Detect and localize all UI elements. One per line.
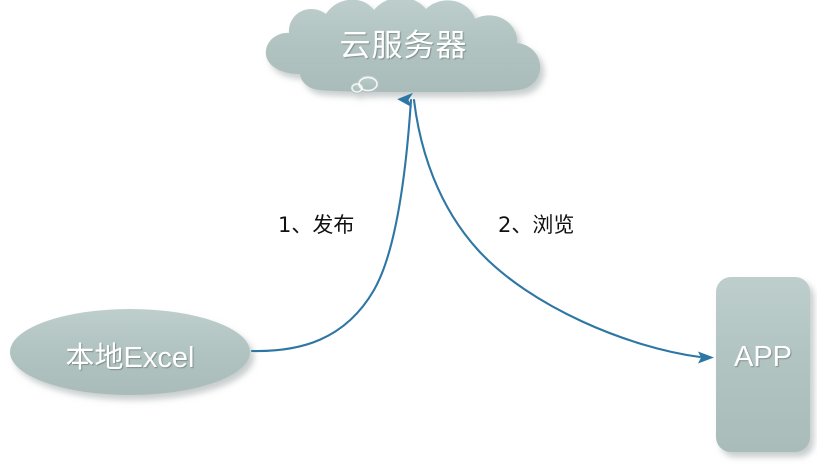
cloud-body (265, 0, 541, 92)
excel-ellipse (10, 309, 250, 395)
app-rect (716, 277, 810, 452)
cloud-bubble-small-outline (351, 83, 363, 93)
node-local-excel[interactable] (10, 309, 250, 395)
node-app[interactable] (716, 277, 810, 452)
edge-publish-arrow[interactable] (250, 92, 414, 353)
edge-browse-arrow[interactable] (412, 98, 702, 359)
node-cloud-server[interactable] (265, 0, 541, 94)
edge-browse-arrowhead (698, 351, 714, 364)
